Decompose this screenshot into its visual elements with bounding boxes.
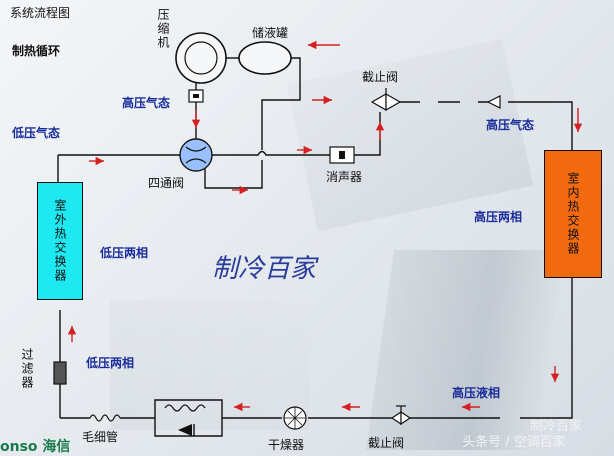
diagram-title: 系统流程图 [10, 6, 71, 20]
capillary-coil [89, 414, 121, 422]
check-valve-top-icon [486, 95, 501, 109]
outdoor-heat-exchanger: 室外热交换器 [37, 182, 83, 300]
state-lp-two-phase-mid: 低压两相 [100, 246, 149, 260]
watermark-bottom-right-small: 制冷百家 [530, 419, 583, 434]
state-lp-two-phase-low: 低压两相 [86, 356, 135, 370]
indoor-hx-label: 室内热交换器 [566, 172, 580, 256]
state-hp-gas-left: 高压气态 [122, 96, 171, 110]
four-way-valve-icon [179, 138, 213, 172]
stop-valve-bottom-label: 截止阀 [368, 436, 405, 450]
pipe-to-muffler [212, 150, 330, 156]
receiver-label: 储液罐 [252, 26, 289, 40]
outdoor-hx-label: 室外热交换器 [53, 199, 67, 283]
state-hp-liquid: 高压液相 [452, 386, 501, 400]
receiver-icon [238, 41, 292, 75]
pipe-fourway-suction [204, 160, 263, 189]
muffler-label: 消声器 [326, 170, 363, 184]
indoor-heat-exchanger: 室内热交换器 [544, 150, 602, 278]
background-panel-2 [110, 300, 310, 430]
state-lp-gas: 低压气态 [12, 126, 61, 140]
pipe-receiver-suction [261, 57, 301, 150]
stop-valve-bottom-icon [390, 410, 402, 426]
stop-valve-top-label: 截止阀 [362, 70, 399, 84]
brand-logo-text: onso 海信 [0, 439, 71, 455]
capillary-coil-inner [164, 404, 206, 412]
capillary-label: 毛细管 [82, 430, 119, 444]
pipe-to-indoor [508, 101, 573, 150]
dryer-label: 干燥器 [268, 438, 305, 452]
check-valve-icon [178, 424, 192, 436]
filter-icon [53, 361, 67, 385]
watermark-center: 制冷百家 [212, 254, 317, 284]
state-hp-gas-right: 高压气态 [486, 118, 535, 132]
cycle-label: 制热循环 [12, 44, 61, 58]
compressor-icon [175, 32, 227, 84]
state-hp-two-phase: 高压两相 [474, 210, 523, 224]
four-way-valve-label: 四通阀 [148, 176, 185, 190]
capillary-box [154, 399, 223, 437]
watermark-bottom-right: 头条号 / 空调百家 [462, 435, 566, 450]
flow-arrows [67, 40, 583, 412]
pipe-indoor-down [520, 276, 573, 419]
filter-label: 过滤器 [20, 348, 34, 390]
compressor-label: 压缩机 [156, 8, 170, 50]
stop-valve-top-icon [370, 92, 387, 112]
pipe-muffler-valve [354, 112, 381, 156]
